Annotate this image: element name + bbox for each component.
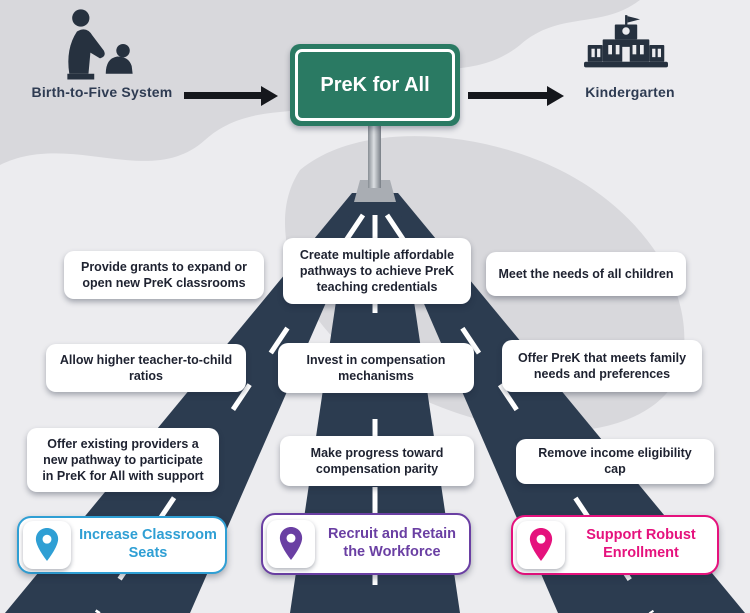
sign-label: PreK for All: [320, 73, 430, 96]
goal-label: Recruit and Retain the Workforce: [327, 526, 457, 560]
caregiver-child-icon: [52, 6, 148, 80]
strategy-card: Allow higher teacher-to-child ratios: [46, 344, 246, 392]
pin-badge: [517, 521, 565, 569]
birth-to-five-label: Birth-to-Five System: [31, 84, 173, 100]
goal-label: Support Robust Enrollment: [586, 527, 696, 561]
school-icon: [584, 12, 668, 78]
road-center: [290, 193, 460, 613]
arrow-right-icon: [468, 92, 548, 99]
goal-pill-classroom-seats: Increase Classroom Seats: [17, 516, 227, 574]
arrow-right-icon: [184, 92, 262, 99]
highway-sign: PreK for All: [290, 44, 460, 126]
strategy-card: Offer existing providers a new pathway t…: [27, 428, 219, 492]
sign-pole-base: [354, 180, 396, 202]
goal-label: Increase Classroom Seats: [79, 527, 217, 561]
kindergarten-label: Kindergarten: [585, 84, 675, 100]
pin-badge: [267, 520, 315, 568]
pin-badge: [23, 521, 71, 569]
strategy-card: Offer PreK that meets family needs and p…: [502, 340, 702, 392]
goal-pill-enrollment: Support Robust Enrollment: [511, 515, 719, 575]
map-pin-icon: [279, 527, 303, 560]
strategy-card: Remove income eligibility cap: [516, 439, 714, 484]
goal-pill-workforce: Recruit and Retain the Workforce: [261, 513, 471, 575]
strategy-card: Make progress toward compensation parity: [280, 436, 474, 486]
map-pin-icon: [35, 528, 59, 561]
strategy-card: Provide grants to expand or open new Pre…: [64, 251, 264, 299]
strategy-card: Invest in compensation mechanisms: [278, 343, 474, 393]
road-left: [5, 193, 374, 613]
sign-pole: [368, 124, 381, 188]
map-pin-icon: [529, 528, 553, 561]
strategy-card: Meet the needs of all children: [486, 252, 686, 296]
strategy-card: Create multiple affordable pathways to a…: [283, 238, 471, 304]
